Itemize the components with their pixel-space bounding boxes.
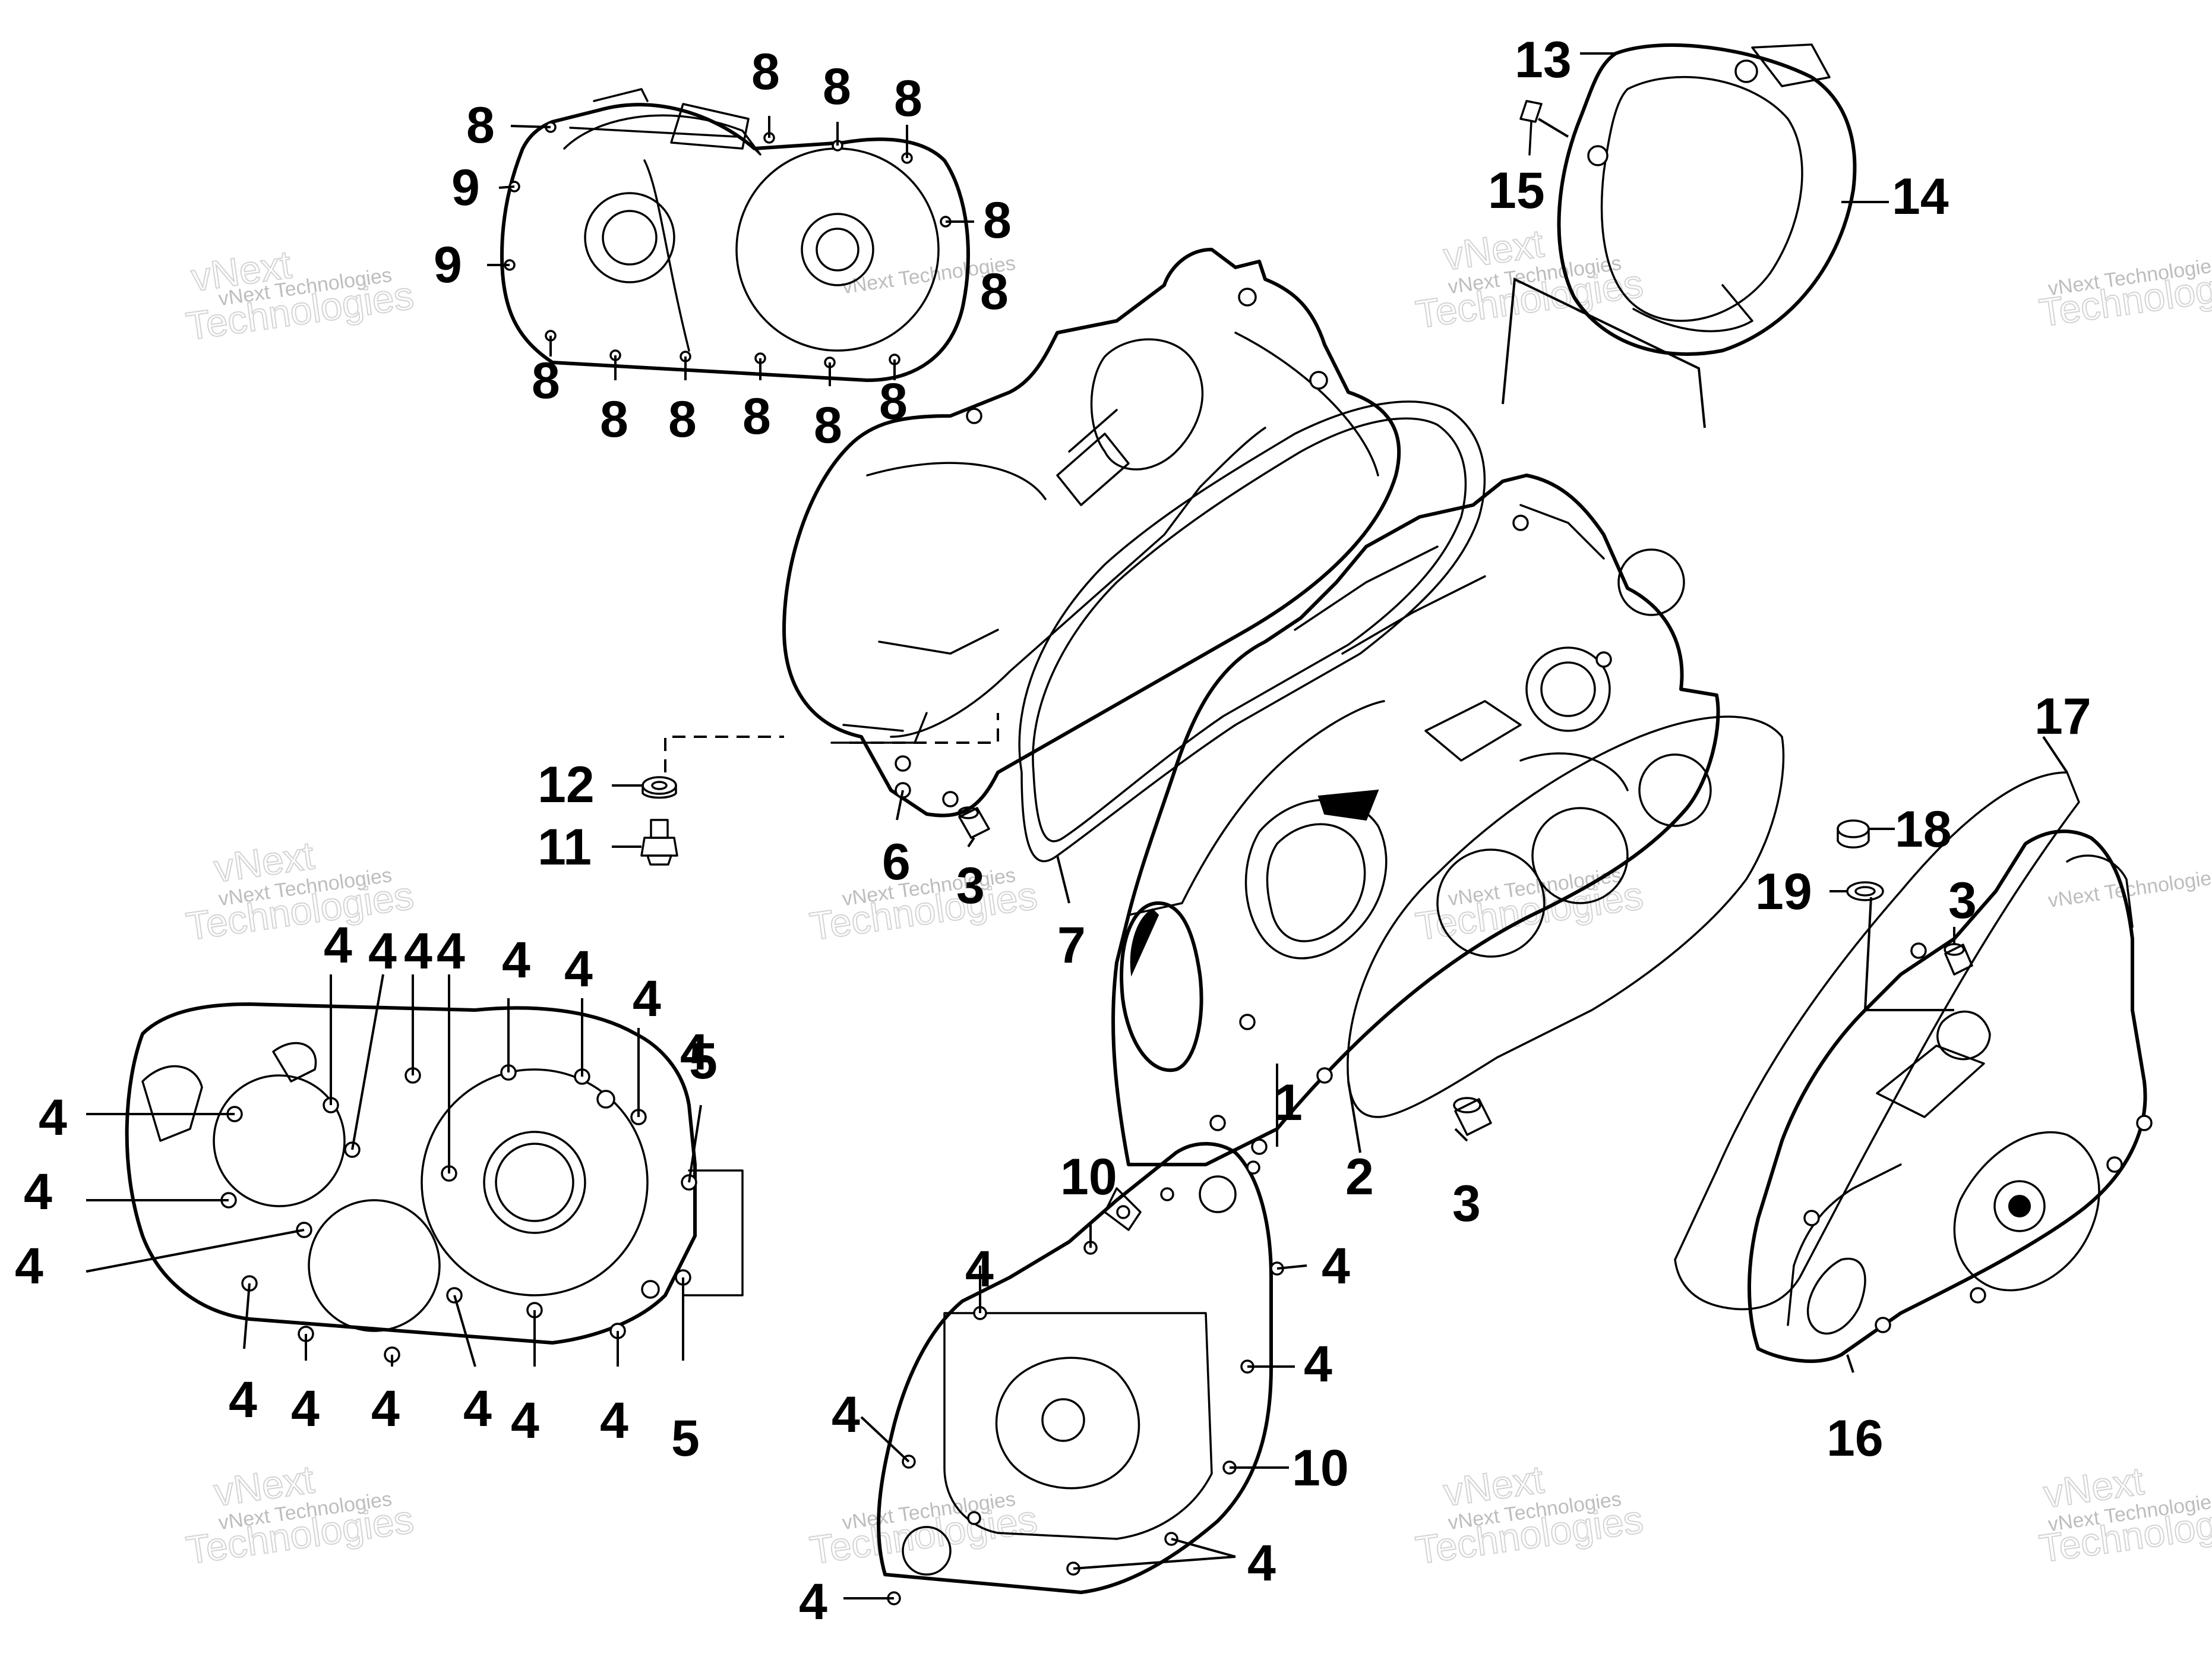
callout-8: 8 <box>894 70 922 127</box>
crankcase-half <box>1111 474 1720 1166</box>
callout-13: 13 <box>1515 31 1572 89</box>
dowel-pin-3 <box>1453 1097 1492 1136</box>
watermark-layer: vNext vNext Technologies Technologies vN… <box>183 220 2212 1573</box>
watermark: vNext vNext Technologies Technologies <box>2036 1458 2212 1572</box>
watermark: vNext Technologies Technologies <box>2036 254 2212 336</box>
watermark: vNext vNext Technologies Technologies <box>1412 220 1647 337</box>
callout-10: 10 <box>1060 1149 1117 1206</box>
callout-4: 4 <box>39 1089 67 1146</box>
clutch-outer-cover <box>1519 43 1857 356</box>
cvt-cover-gasket-7 <box>1018 400 1486 863</box>
callout-8: 8 <box>814 397 842 454</box>
callout-4: 4 <box>1322 1238 1350 1295</box>
cvt-cover-gasket <box>500 88 970 382</box>
callout-7: 7 <box>1057 917 1086 974</box>
callout-12: 12 <box>538 756 595 813</box>
callout-4: 4 <box>680 1024 709 1081</box>
callout-10: 10 <box>1292 1440 1349 1497</box>
callout-4: 4 <box>324 917 352 974</box>
washer-12 <box>642 776 677 799</box>
callout-8: 8 <box>983 192 1012 249</box>
callout-4: 4 <box>404 923 432 980</box>
callout-8: 8 <box>532 352 560 409</box>
callout-6: 6 <box>882 834 911 891</box>
callout-19: 19 <box>1755 863 1812 920</box>
callout-11: 11 <box>538 819 592 876</box>
callout-5: 5 <box>689 1033 718 1090</box>
callout-4: 4 <box>600 1392 628 1449</box>
crankcase-gasket-2 <box>1347 715 1785 1118</box>
callout-17: 17 <box>2034 688 2091 745</box>
hardware-items <box>640 776 1973 1136</box>
callout-1: 1 <box>1274 1074 1303 1131</box>
gasket-bolt-holes <box>220 1064 697 1363</box>
callout-4: 4 <box>229 1371 257 1428</box>
clutch-cover-gasket <box>125 1002 744 1363</box>
callout-4: 4 <box>371 1380 400 1437</box>
callout-4: 4 <box>463 1380 492 1437</box>
callout-18: 18 <box>1895 801 1952 858</box>
watermark: vNext Technologies Technologies <box>807 864 1041 949</box>
crankcase-bolt-bosses <box>1209 515 1612 1155</box>
callout-4: 4 <box>965 1241 994 1298</box>
o-ring-19 <box>1846 881 1884 901</box>
callout-4: 4 <box>15 1238 43 1295</box>
cvt-inner-cover <box>782 248 1401 818</box>
callout-4: 4 <box>799 1573 827 1630</box>
callout-3: 3 <box>956 857 985 914</box>
stator-cover-bolt-bosses <box>1803 942 2153 1333</box>
callout-4: 4 <box>502 932 530 989</box>
callout-4: 4 <box>564 941 593 998</box>
leader-lines <box>86 52 2068 1599</box>
callout-2: 2 <box>1345 1149 1374 1206</box>
callout-3: 3 <box>1948 872 1977 929</box>
callout-14: 14 <box>1892 168 1949 225</box>
callout-16: 16 <box>1827 1410 1884 1467</box>
cover-bolt-bosses <box>895 288 1328 807</box>
callout-4: 4 <box>368 923 397 980</box>
stator-cover <box>1748 829 2153 1363</box>
bolt-11 <box>640 819 678 866</box>
callout-4: 4 <box>437 923 465 980</box>
callout-8: 8 <box>600 391 628 448</box>
callout-4: 4 <box>832 1386 860 1443</box>
callout-4: 4 <box>1247 1535 1276 1592</box>
callout-4: 4 <box>511 1392 539 1449</box>
callout-4: 4 <box>1304 1336 1332 1393</box>
callout-labels: 1 2 3 3 3 4 4 4 4 4 4 4 4 4 4 4 4 4 4 4 … <box>15 31 2091 1630</box>
callout-4: 4 <box>633 970 661 1027</box>
callout-8: 8 <box>466 97 495 154</box>
callout-8: 8 <box>668 391 697 448</box>
callout-4: 4 <box>24 1163 52 1220</box>
callout-8: 8 <box>742 388 771 445</box>
callout-8: 8 <box>823 58 851 115</box>
callout-9: 9 <box>451 159 480 216</box>
callout-9: 9 <box>434 236 462 294</box>
watermark: vNext vNext Technologies Technologies <box>183 241 417 349</box>
callout-8: 8 <box>879 373 908 430</box>
callout-3: 3 <box>1452 1175 1481 1232</box>
dowel-pin-3 <box>958 806 990 839</box>
callout-4: 4 <box>291 1380 320 1437</box>
callout-15: 15 <box>1488 162 1545 219</box>
plug-18 <box>1837 819 1870 848</box>
watermark: vNext vNext Technologies Technologies <box>1412 1456 1647 1573</box>
watermark: vNext vNext Technologies Technologies <box>183 1456 417 1573</box>
callout-5: 5 <box>671 1410 700 1467</box>
watermark: vNext Technologies Technologies <box>807 1488 1041 1573</box>
callout-8: 8 <box>751 43 780 100</box>
callout-8: 8 <box>980 263 1009 320</box>
stator-cover-gasket-17 <box>1674 771 2080 1311</box>
